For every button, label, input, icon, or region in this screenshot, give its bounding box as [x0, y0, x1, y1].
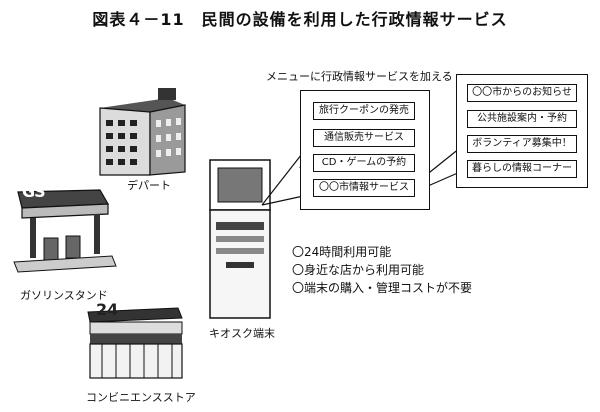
kiosk-terminal-icon	[209, 159, 271, 319]
convenience-store-label: コンビニエンスストア	[86, 391, 196, 404]
gas-station-sign: GS	[22, 182, 46, 201]
city-info-menu-box: 〇〇市からのお知らせ 公共施設案内・予約 ボランティア募集中！ 暮らしの情報コー…	[456, 74, 588, 188]
kiosk-menu-box: 旅行クーポンの発売 通信販売サービス CD・ゲームの予約 〇〇市情報サービス	[300, 90, 430, 210]
city-item-public-facilities[interactable]: 公共施設案内・予約	[467, 110, 577, 128]
menu-item-travel-coupon[interactable]: 旅行クーポンの発売	[313, 102, 415, 120]
gas-station-icon	[13, 189, 117, 273]
feature-24h: 〇24時間利用可能	[292, 245, 392, 259]
gas-station-label: ガソリンスタンド	[20, 289, 108, 302]
menu-item-cd-game-reservation[interactable]: CD・ゲームの予約	[313, 154, 415, 172]
department-store-icon	[99, 88, 186, 176]
menu-item-city-info-service[interactable]: 〇〇市情報サービス	[313, 179, 415, 197]
city-item-volunteer-recruitment[interactable]: ボランティア募集中！	[467, 135, 577, 153]
features-box: 〇24時間利用可能 〇身近な店から利用可能 〇端末の購入・管理コストが不要	[292, 244, 472, 298]
department-store-label: デパート	[127, 179, 171, 192]
feature-nearby-shop: 〇身近な店から利用可能	[292, 263, 425, 277]
convenience-store-sign: 24	[96, 300, 119, 319]
city-item-announcements[interactable]: 〇〇市からのお知らせ	[467, 84, 577, 102]
figure-title: 図表４－11 民間の設備を利用した行政情報サービス	[92, 10, 508, 29]
city-item-living-info[interactable]: 暮らしの情報コーナー	[467, 160, 577, 178]
menu-item-mail-order[interactable]: 通信販売サービス	[313, 129, 415, 147]
menu-caption: メニューに行政情報サービスを加える	[266, 70, 453, 83]
convenience-store-icon	[87, 307, 183, 379]
feature-no-cost: 〇端末の購入・管理コストが不要	[292, 281, 473, 295]
kiosk-label: キオスク端末	[209, 327, 275, 340]
